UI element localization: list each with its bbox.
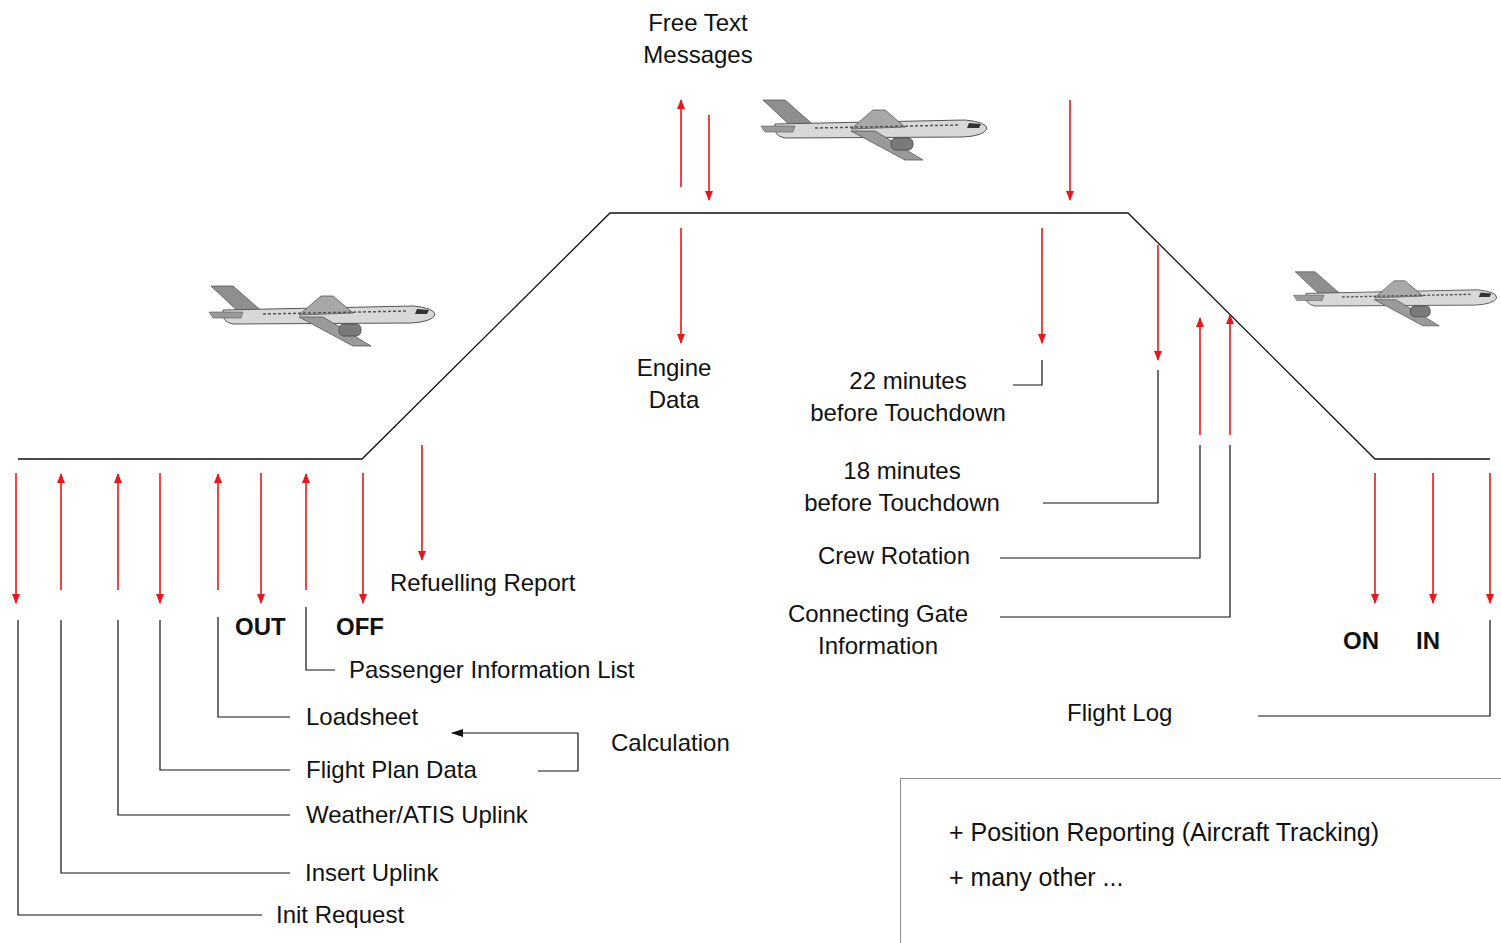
message-label: Flight Log (1067, 697, 1172, 729)
message-label: Connecting Gate Information (788, 598, 968, 662)
art-line (680, 228, 682, 343)
message-label: 22 minutes before Touchdown (810, 365, 1006, 429)
message-label: Init Request (276, 899, 404, 931)
airplane-illustrations (209, 100, 1497, 346)
airplane-icon (209, 286, 435, 346)
event-marker: ON (1343, 625, 1379, 657)
airplane-icon (761, 100, 987, 160)
art-path (160, 620, 290, 770)
art-line (305, 474, 307, 590)
art-line (60, 474, 62, 590)
art-path (61, 620, 290, 873)
message-label: Loadsheet (306, 701, 418, 733)
event-marker: IN (1416, 625, 1440, 657)
art-line (1157, 245, 1159, 360)
art-path (1258, 620, 1490, 716)
art-line (1041, 228, 1043, 343)
datalink-arrows (16, 100, 1490, 603)
airplane-icon (1293, 272, 1496, 326)
art-path (306, 607, 335, 670)
message-label: Free Text Messages (643, 7, 752, 71)
art-line (1229, 315, 1231, 435)
art-line (217, 474, 219, 590)
note-text: + many other ... (949, 860, 1501, 894)
art-line (708, 115, 710, 200)
message-label: Refuelling Report (390, 567, 575, 599)
art-line (159, 473, 161, 603)
message-label: Passenger Information List (349, 654, 634, 686)
art-line (680, 100, 682, 187)
art-path (18, 620, 262, 915)
art-line (1374, 473, 1376, 603)
message-label: Weather/ATIS Uplink (306, 799, 528, 831)
art-line (1069, 100, 1071, 200)
note-box: + Position Reporting (Aircraft Tracking)… (900, 778, 1501, 943)
event-marker: OFF (336, 611, 384, 643)
art-line (1199, 318, 1201, 435)
art-line (260, 473, 262, 603)
art-line (421, 445, 423, 560)
event-marker: OUT (235, 611, 286, 643)
flight-profile-line (18, 213, 1490, 459)
art-line (1432, 473, 1434, 603)
art-path (1043, 370, 1158, 503)
art-path (1000, 445, 1230, 617)
message-label: Crew Rotation (818, 540, 970, 572)
art-line (362, 473, 364, 603)
message-label: Insert Uplink (305, 857, 438, 889)
message-label: Calculation (611, 727, 730, 759)
message-label: Flight Plan Data (306, 754, 477, 786)
message-label: 18 minutes before Touchdown (804, 455, 1000, 519)
message-label: Engine Data (637, 352, 712, 416)
art-line (15, 473, 17, 603)
art-path (1013, 360, 1042, 385)
note-text: + Position Reporting (Aircraft Tracking) (949, 815, 1501, 849)
art-line (1489, 473, 1491, 603)
art-line (117, 474, 119, 590)
art-path (1000, 445, 1200, 558)
